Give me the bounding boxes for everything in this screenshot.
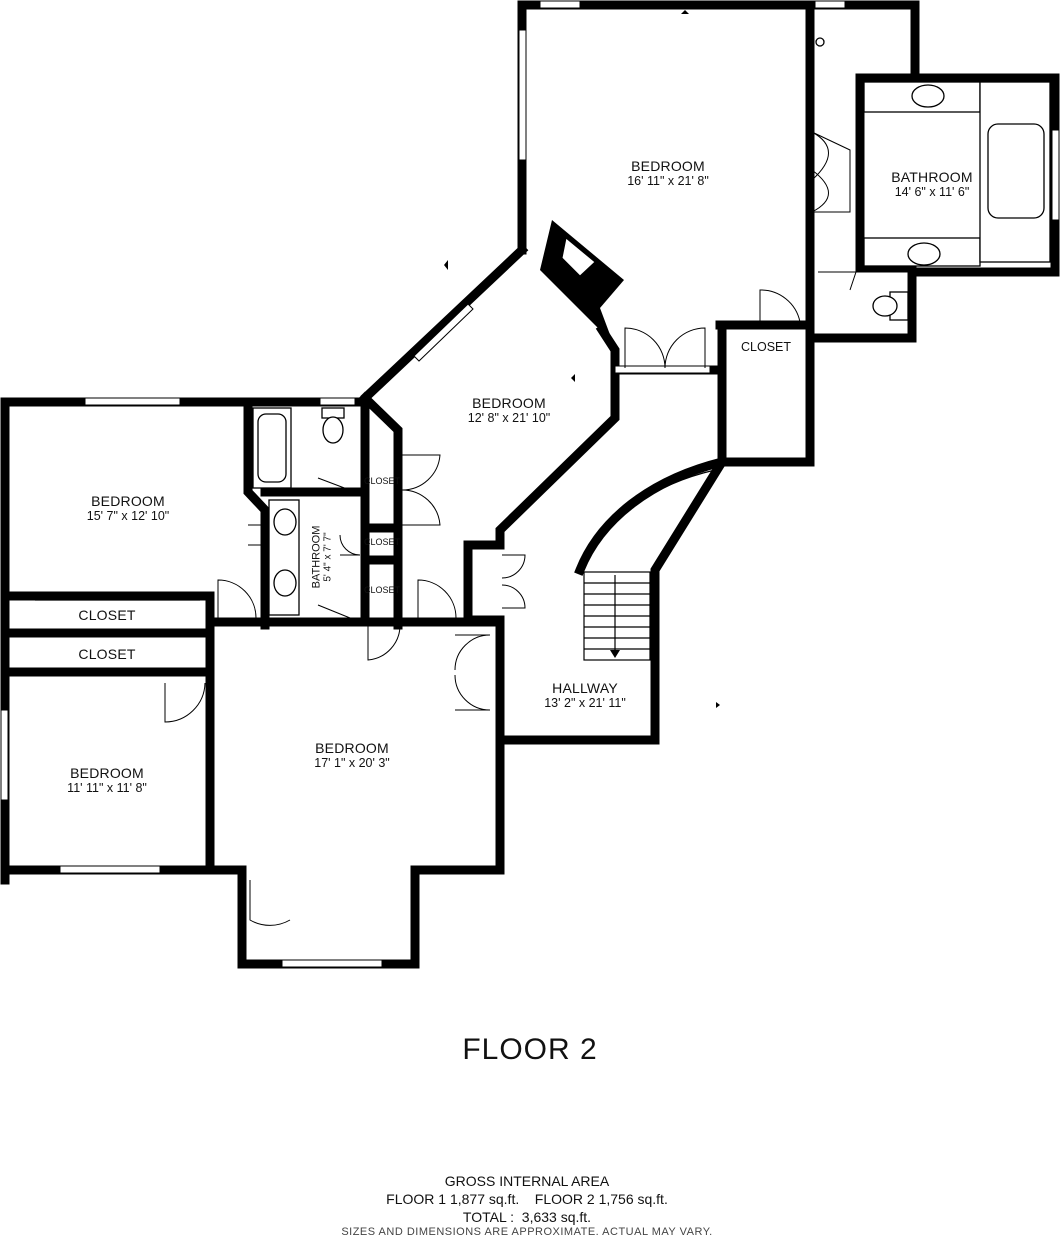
stairs	[583, 469, 716, 661]
room-name: BATHROOM	[310, 525, 323, 589]
room-label-west-closet-2: CLOSET	[78, 646, 136, 662]
room-name: BEDROOM	[315, 740, 389, 756]
area-heading: GROSS INTERNAL AREA	[444, 1173, 610, 1189]
room-label-hallway: HALLWAY 13' 2" x 21' 11"	[544, 680, 626, 710]
markers	[444, 10, 720, 708]
room-label-closet-a: CLOSET	[363, 476, 401, 486]
area-floors-line: FLOOR 1 1,877 sq.ft. FLOOR 2 1,756 sq.ft…	[386, 1191, 668, 1207]
windows	[0, 0, 1060, 968]
room-name: BEDROOM	[91, 493, 165, 509]
room-dimensions: 14' 6" x 11' 6"	[894, 185, 970, 199]
room-name: HALLWAY	[552, 680, 618, 696]
room-label-west-bedroom: BEDROOM 15' 7" x 12' 10"	[87, 493, 169, 523]
fireplace	[540, 220, 624, 340]
area-total-line: TOTAL : 3,633 sq.ft.	[462, 1209, 592, 1225]
room-name: BATHROOM	[891, 169, 973, 185]
room-dimensions: 5' 4" x 7' 7"	[322, 532, 334, 582]
room-label-master-bathroom: BATHROOM 14' 6" x 11' 6"	[891, 169, 972, 199]
room-label-center-bedroom: BEDROOM 12' 8" x 21' 10"	[468, 395, 550, 425]
fixtures	[35, 37, 1051, 676]
room-name: BEDROOM	[70, 765, 144, 781]
room-label-closet-c: CLOSET	[363, 585, 401, 595]
room-label-shared-bathroom: BATHROOM 5' 4" x 7' 7"	[311, 526, 334, 589]
room-name: CLOSET	[740, 340, 792, 354]
room-name: BEDROOM	[472, 395, 546, 411]
room-dimensions: 17' 1" x 20' 3"	[314, 756, 390, 770]
room-dimensions: 13' 2" x 21' 11"	[544, 696, 626, 710]
gross-area-summary: GROSS INTERNAL AREA FLOOR 1 1,877 sq.ft.…	[386, 1172, 668, 1226]
walls	[0, 0, 1060, 969]
room-label-closet-b: CLOSET	[363, 537, 401, 547]
room-label-west-closet-1: CLOSET	[78, 607, 136, 623]
room-label-southwest-bedroom: BEDROOM 11' 11" x 11' 8"	[67, 765, 147, 795]
room-name: BEDROOM	[631, 158, 705, 174]
room-dimensions: 12' 8" x 21' 10"	[467, 411, 551, 425]
room-dimensions: 15' 7" x 12' 10"	[86, 509, 170, 523]
doors	[164, 131, 857, 926]
disclaimer: SIZES AND DIMENSIONS ARE APPROXIMATE. AC…	[341, 1226, 713, 1238]
room-label-master-closet: CLOSET	[741, 340, 791, 354]
room-label-master-bedroom: BEDROOM 16' 11" x 21' 8"	[627, 158, 709, 188]
floor-title: FLOOR 2	[462, 1033, 598, 1066]
room-dimensions: 11' 11" x 11' 8"	[67, 781, 147, 795]
room-dimensions: 16' 11" x 21' 8"	[627, 174, 709, 188]
room-label-south-bedroom: BEDROOM 17' 1" x 20' 3"	[314, 740, 390, 770]
